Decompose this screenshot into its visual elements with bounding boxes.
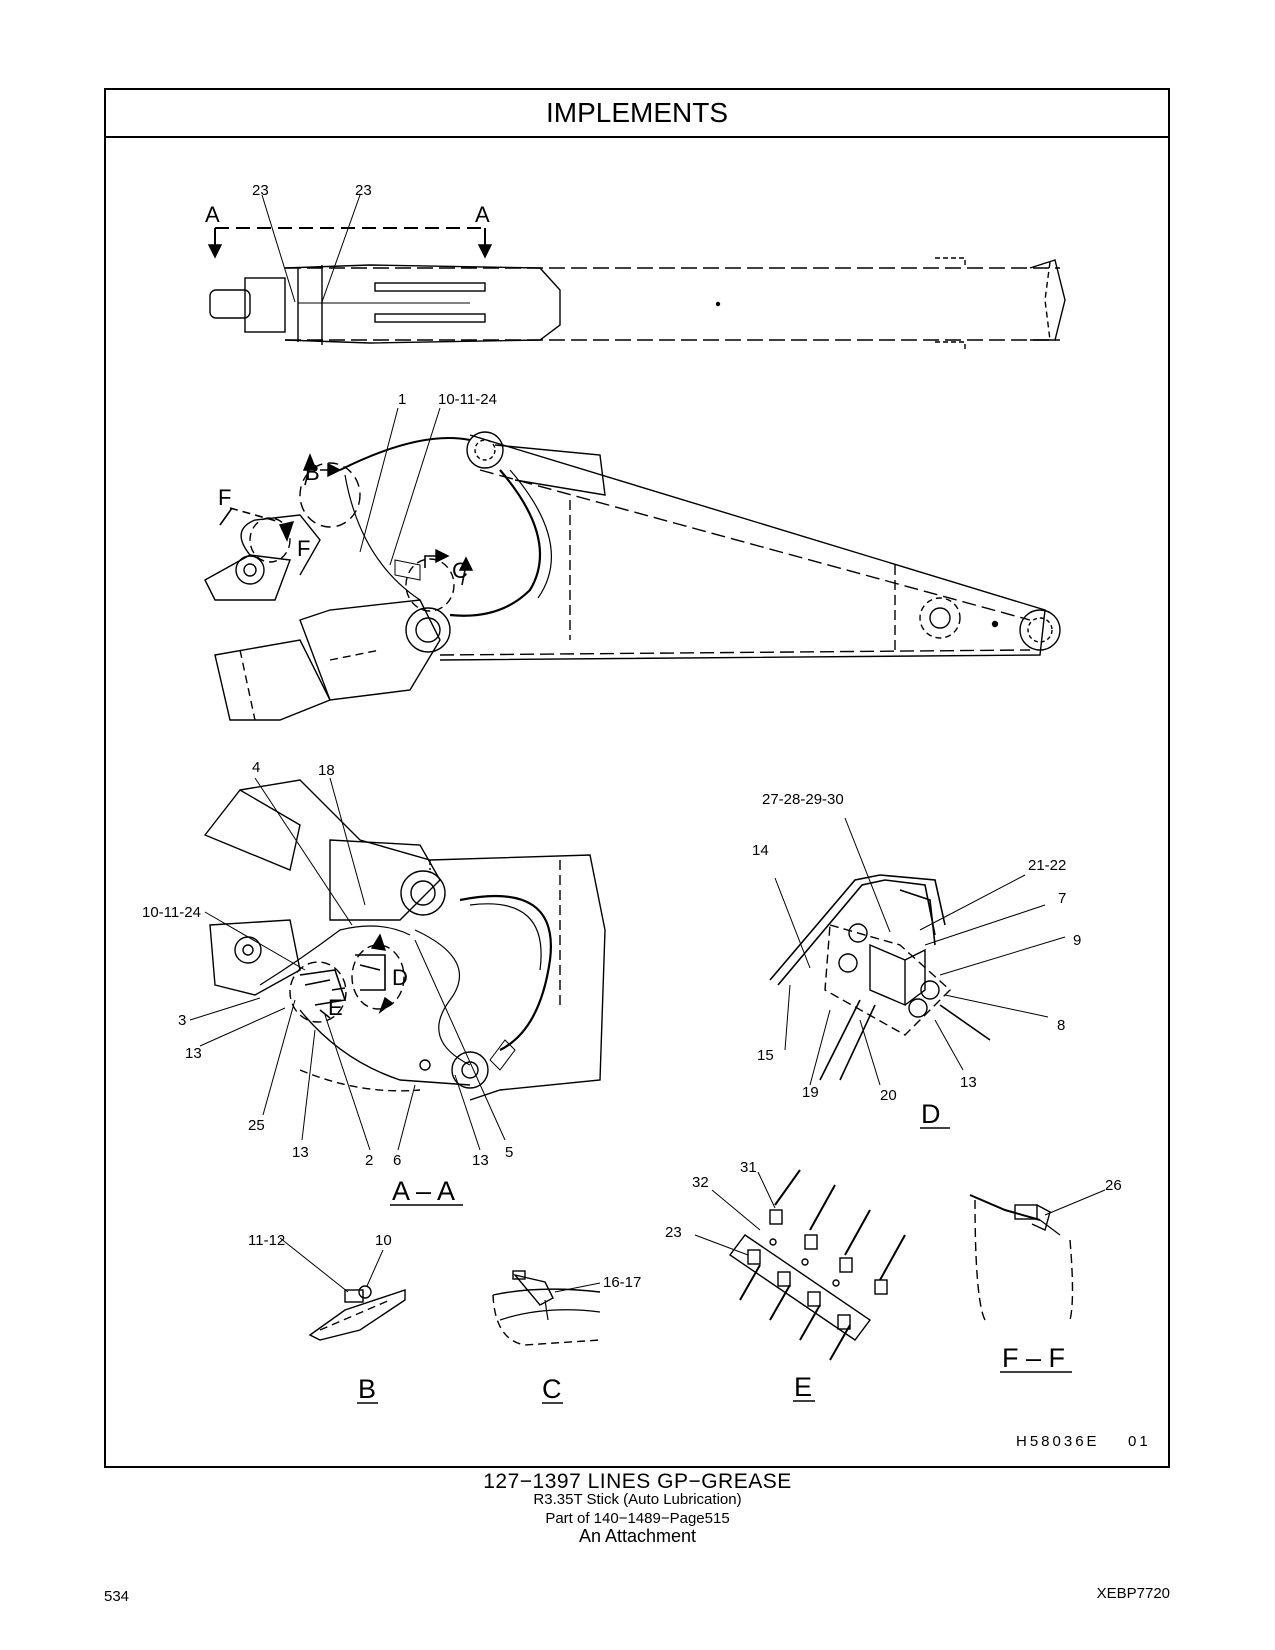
view-label-f-f: F – F [1002, 1343, 1065, 1373]
callout-10: 10 [375, 1232, 392, 1249]
callout-8: 8 [1057, 1017, 1065, 1034]
detail-marker-b: B [305, 460, 320, 485]
view-label-underlines [357, 1127, 1072, 1404]
detail-marker-e: E [328, 995, 343, 1020]
callout-10-11-24: 10-11-24 [438, 391, 497, 408]
detail-ff-view [969, 1189, 1106, 1321]
top-view-stick [207, 194, 1066, 350]
side-view-stick [204, 407, 1061, 721]
callout-23: 23 [355, 182, 372, 199]
figure-code: H58036E [1016, 1433, 1100, 1450]
callout-14: 14 [752, 842, 769, 859]
callout-21-22: 21-22 [1028, 857, 1066, 874]
section-title: IMPLEMENTS [106, 90, 1168, 138]
callout-18: 18 [318, 762, 335, 779]
view-label-b: B [358, 1374, 376, 1404]
callout-20: 20 [880, 1087, 897, 1104]
callout-13: 13 [292, 1144, 309, 1161]
callout-11-12: 11-12 [248, 1232, 285, 1249]
part-description: R3.35T Stick (Auto Lubrication) [533, 1491, 742, 1508]
callout-5: 5 [505, 1144, 513, 1161]
callout-16-17: 16-17 [603, 1274, 641, 1291]
callout-13: 13 [472, 1152, 489, 1169]
callout-31: 31 [740, 1159, 757, 1176]
page-number: 534 [104, 1588, 130, 1605]
callout-9: 9 [1073, 932, 1081, 949]
callout-10-11-24: 10-11-24 [142, 904, 201, 921]
section-marker-a: A [475, 202, 490, 227]
detail-b-view [279, 1237, 406, 1341]
callout-13: 13 [960, 1074, 977, 1091]
section-marker-a: A [205, 202, 220, 227]
view-label-c: C [542, 1374, 562, 1404]
detail-marker-c: C [452, 558, 468, 583]
detail-c-view [492, 1270, 601, 1346]
callout-4: 4 [252, 759, 260, 776]
section-marker-f: F [218, 485, 231, 510]
callout-7: 7 [1058, 890, 1066, 907]
callout-6: 6 [393, 1152, 401, 1169]
callout-32: 32 [692, 1174, 709, 1191]
detail-d-view [769, 817, 1066, 1086]
section-marker-f: F [297, 536, 310, 561]
document-number: XEBP7720 [1096, 1585, 1170, 1602]
callout-25: 25 [248, 1117, 265, 1134]
view-label-e: E [794, 1372, 812, 1402]
detail-e-view [694, 1169, 906, 1361]
callout-23: 23 [665, 1224, 682, 1241]
callout-13: 13 [185, 1045, 202, 1062]
callout-2: 2 [365, 1152, 373, 1169]
figure-revision: 01 [1128, 1433, 1151, 1450]
callout-15: 15 [757, 1047, 774, 1064]
figure-frame: IMPLEMENTS [104, 88, 1170, 1468]
callout-26: 26 [1105, 1177, 1122, 1194]
callout-23: 23 [252, 182, 269, 199]
part-of-reference: Part of 140−1489−Page515 [545, 1510, 730, 1527]
part-number-title: 127−1397 LINES GP−GREASE [483, 1470, 792, 1493]
callout-27-28-29-30: 27-28-29-30 [762, 791, 844, 808]
section-aa-view [189, 777, 606, 1151]
detail-marker-d: D [392, 965, 408, 990]
callout-3: 3 [178, 1012, 186, 1029]
callout-1: 1 [398, 391, 406, 408]
attachment-note: An Attachment [578, 1526, 697, 1546]
view-label-a-a: A – A [392, 1176, 455, 1206]
callout-19: 19 [802, 1084, 819, 1101]
view-label-d: D [921, 1099, 941, 1129]
